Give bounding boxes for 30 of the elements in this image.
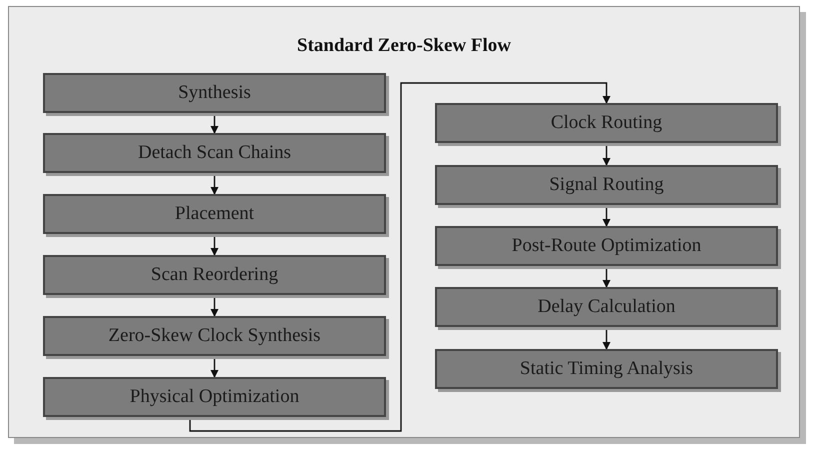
arrow [602, 205, 610, 227]
panel-heading: Standard Zero-Skew Flow [296, 35, 512, 57]
step-label: Detach Scan Chains [138, 142, 291, 164]
step-label: Post-Route Optimization [512, 235, 702, 257]
process-box [435, 349, 778, 389]
step-label: Static Timing Analysis [520, 358, 694, 380]
process-box [435, 165, 778, 205]
step-label: Scan Reordering [150, 264, 278, 286]
step-label: Delay Calculation [538, 296, 676, 318]
arrow [210, 173, 218, 195]
arrow [602, 266, 610, 288]
step-label: Signal Routing [549, 174, 664, 196]
arrow [210, 356, 218, 378]
step-label: Clock Routing [550, 112, 662, 134]
arrow [189, 82, 610, 432]
step-label: Zero-Skew Clock Synthesis [108, 325, 321, 347]
process-box [43, 73, 386, 113]
arrow [210, 234, 218, 256]
process-box [43, 194, 386, 234]
process-box [43, 133, 386, 173]
process-box [435, 287, 778, 327]
process-box [43, 377, 386, 417]
step-label: Synthesis [178, 82, 251, 104]
process-box [435, 226, 778, 266]
process-box [435, 103, 778, 143]
process-box [43, 316, 386, 356]
arrow [210, 295, 218, 317]
step-label: Physical Optimization [130, 386, 300, 408]
process-box [43, 255, 386, 295]
step-label: Placement [174, 203, 254, 225]
